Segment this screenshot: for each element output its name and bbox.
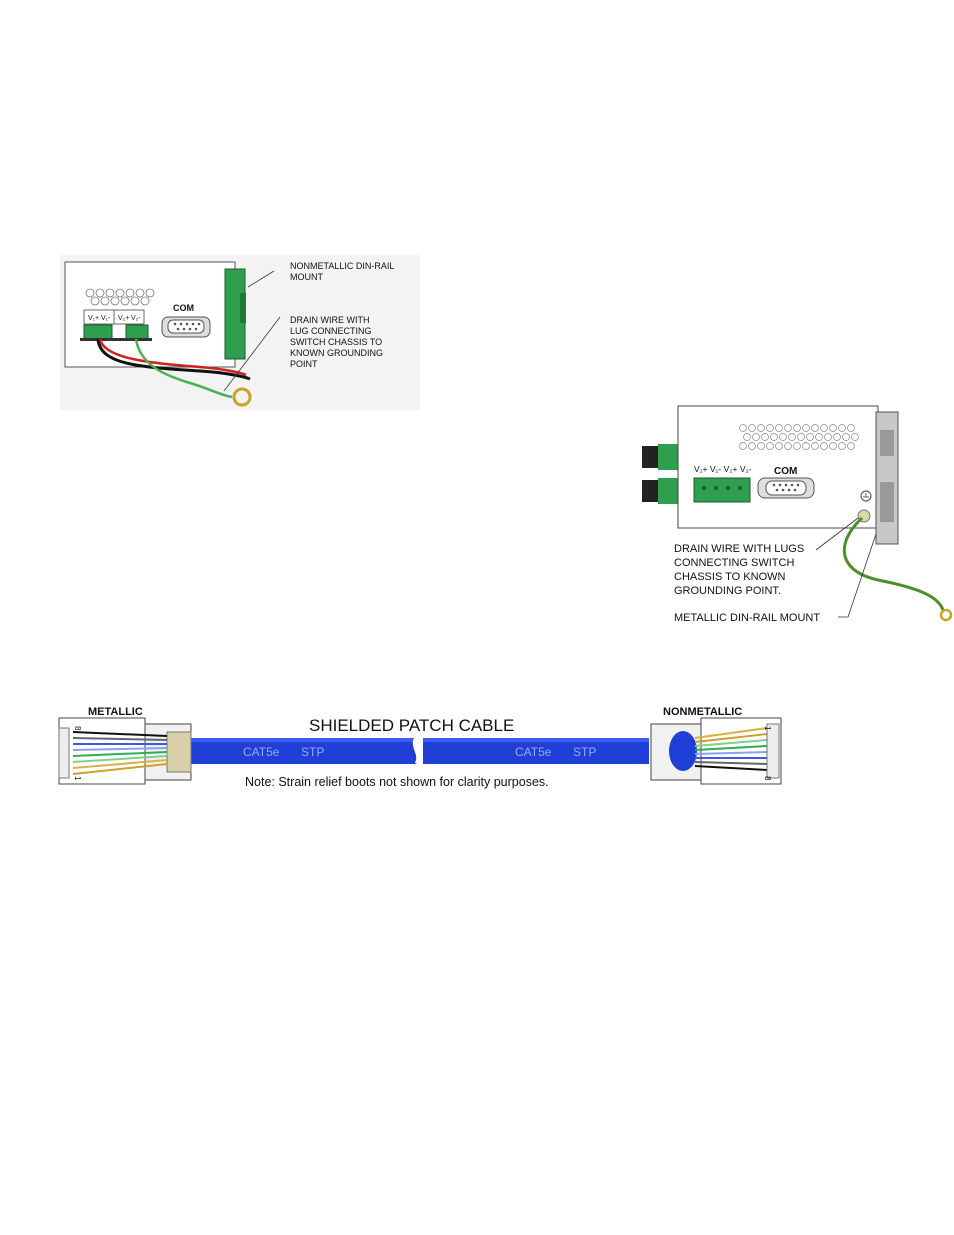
callout-drain-line5: POINT <box>290 359 318 369</box>
callout-mount: METALLIC DIN-RAIL MOUNT <box>674 612 820 624</box>
callout-drain-line2: LUG CONNECTING <box>290 326 372 336</box>
grounding-lug <box>232 387 252 407</box>
cable-text-right-stp: STP <box>573 745 596 759</box>
figure-nonmetallic-grounding: V₁+ V₁- V₂+ V₂- COM NONMETALLIC DIN-RAIL… <box>60 255 420 410</box>
drain-wire <box>134 338 233 399</box>
pin-last-right: 8 <box>763 776 772 781</box>
grounding-lug <box>939 608 953 622</box>
cable-left <box>191 738 417 764</box>
com-label: COM <box>173 303 194 313</box>
callout-drain-line1: DRAIN WIRE WITH <box>290 315 370 325</box>
callout-drain-line1: DRAIN WIRE WITH LUGS <box>674 543 804 555</box>
connector-metallic: 8 1 <box>58 717 192 785</box>
label-metallic: METALLIC <box>88 706 143 718</box>
figure-metallic-grounding: V₁+ V₁- V₂+ V₂- COM DRAIN WIRE WITH LUGS… <box>642 405 953 624</box>
callout-drain-line3: SWITCH CHASSIS TO <box>290 337 382 347</box>
vent-holes <box>85 288 155 306</box>
terminal-label-v1n: V₁- <box>101 315 111 322</box>
com-label: COM <box>774 466 797 477</box>
vent-holes <box>739 424 859 450</box>
terminal-block-2 <box>125 324 149 340</box>
pin-first-left: 1 <box>73 776 82 781</box>
terminal-block-1 <box>83 324 113 340</box>
callout-mount-line1: NONMETALLIC DIN-RAIL <box>290 261 394 271</box>
pin-first-right: 1 <box>763 726 772 731</box>
terminal-label-v1p: V₁+ <box>88 315 99 322</box>
label-nonmetallic: NONMETALLIC <box>663 706 742 718</box>
callout-drain-line2: CONNECTING SWITCH <box>674 557 794 569</box>
connector-nonmetallic: 1 8 <box>650 717 782 785</box>
cable-text-left-cat: CAT5e <box>243 745 280 759</box>
cable-note: Note: Strain relief boots not shown for … <box>245 775 549 789</box>
terminal-block <box>693 477 751 503</box>
callout-mount-line2: MOUNT <box>290 272 323 282</box>
callout-drain-line4: KNOWN GROUNDING <box>290 348 383 358</box>
terminal-labels: V₁+ V₁- V₂+ V₂- <box>694 464 752 474</box>
terminal-label-v2p: V₂+ <box>118 315 129 322</box>
callout-drain-line4: GROUNDING POINT. <box>674 585 781 597</box>
cable-text-right-cat: CAT5e <box>515 745 552 759</box>
pin-last-left: 8 <box>73 726 82 731</box>
cable-title: SHIELDED PATCH CABLE <box>309 716 514 735</box>
terminal-label-v2n: V₂- <box>131 315 141 322</box>
cable-right <box>423 738 649 764</box>
callout-drain-line3: CHASSIS TO KNOWN <box>674 571 786 583</box>
figure-shielded-patch-cable: CAT5e STP CAT5e STP SHIELDED PATCH CABLE… <box>58 706 782 789</box>
drain-wire <box>842 516 945 611</box>
cable-text-left-stp: STP <box>301 745 324 759</box>
